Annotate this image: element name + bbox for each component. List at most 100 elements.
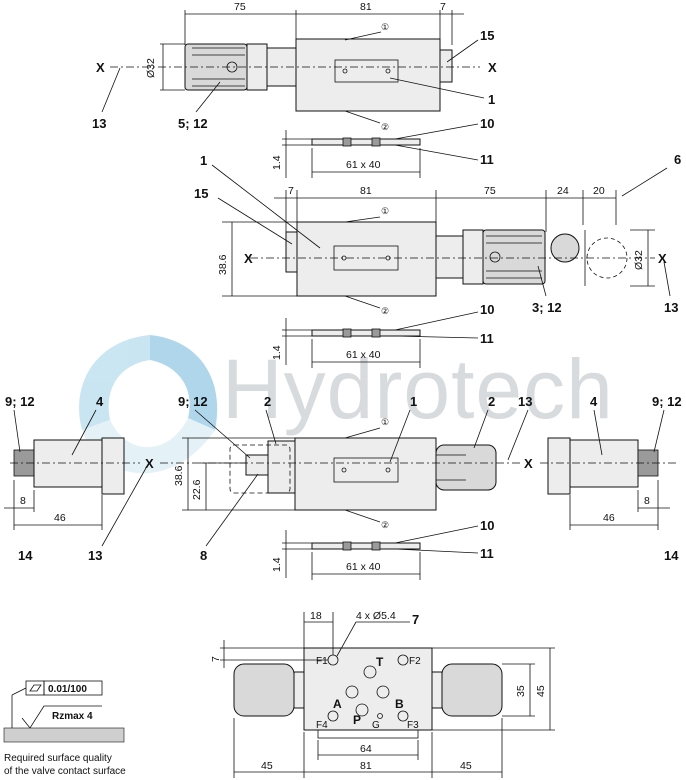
port-label-f4: F4 [316, 720, 328, 731]
dim-45-left: 45 [261, 760, 273, 772]
callout-13: 13 [664, 300, 678, 315]
dim-46-right: 46 [603, 512, 615, 524]
section-x-left: X [145, 456, 154, 471]
dim-20: 20 [593, 185, 605, 197]
port-g [377, 713, 383, 719]
dim-61x40: 61 x 40 [346, 159, 381, 171]
section-x-right: X [658, 251, 667, 266]
cartridge-body [33, 439, 103, 488]
dim-1-4: 1.4 [271, 345, 283, 360]
callout-9-12-right: 9; 12 [652, 394, 682, 409]
marker-circle-1: ① [381, 417, 389, 427]
cartridge-flange [547, 437, 571, 495]
dim-46-left: 46 [54, 512, 66, 524]
plate [311, 542, 421, 550]
lock-key [550, 233, 580, 263]
nameplate [334, 59, 399, 83]
dim-75: 75 [484, 185, 496, 197]
callout-13-right: 13 [518, 394, 532, 409]
section-x-right: X [524, 456, 533, 471]
right-cap [441, 663, 503, 717]
dim-81: 81 [360, 185, 372, 197]
left-cap [233, 663, 295, 717]
dim-dia: Ø32 [633, 250, 645, 270]
dim-holes: 4 x Ø5.4 [356, 610, 396, 622]
marker-circle-1: ① [381, 206, 389, 216]
section-x-left: X [96, 60, 105, 75]
dim-81: 81 [360, 760, 372, 772]
plug [439, 49, 453, 83]
port-t [363, 665, 377, 679]
callout-1: 1 [410, 394, 417, 409]
dim-38-6: 38.6 [173, 465, 185, 486]
callout-15: 15 [194, 186, 208, 201]
callout-4-right: 4 [590, 394, 598, 409]
callout-6: 6 [674, 152, 681, 167]
marker-circle-2: ② [381, 306, 389, 316]
dim-8-left: 8 [20, 495, 26, 507]
cartridge-body [569, 439, 639, 488]
dim-61x40: 61 x 40 [346, 561, 381, 573]
lock-nut [435, 235, 464, 279]
dim-18: 18 [310, 610, 322, 622]
flatness-icon [29, 684, 42, 692]
dim-22-6: 22.6 [191, 479, 203, 500]
valve-body [295, 38, 441, 112]
callout-11: 11 [480, 331, 494, 346]
callout-5-12: 5; 12 [178, 116, 208, 131]
adjustment-knob [482, 229, 546, 285]
marker-circle-1: ① [381, 22, 389, 32]
port-label-g: G [372, 720, 380, 731]
callout-11: 11 [480, 152, 494, 167]
view-1: 75 81 7 Ø32 X X ① ② 15 1 13 5; [92, 1, 497, 132]
callout-14-right: 14 [664, 548, 679, 563]
dim-1-4: 1.4 [271, 557, 283, 572]
callout-7: 7 [412, 612, 419, 627]
port-label-a: A [333, 697, 342, 711]
dim-7: 7 [210, 656, 222, 662]
right-nut [431, 671, 443, 709]
port-b [376, 685, 390, 699]
dim-7: 7 [288, 185, 294, 197]
surface-caption-line-1: Required surface quality [4, 753, 112, 764]
dim-8-right: 8 [644, 495, 650, 507]
seal-plate-1: 1.4 61 x 40 10 11 [271, 116, 494, 178]
callout-2-left: 2 [264, 394, 271, 409]
port-p [355, 703, 369, 717]
callout-9-12-mid: 9; 12 [178, 394, 208, 409]
callout-13-left: 13 [88, 548, 102, 563]
dim-45-right: 45 [460, 760, 472, 772]
knob-screw [489, 251, 501, 263]
hex-nut [267, 440, 296, 494]
callout-3-12: 3; 12 [532, 300, 562, 315]
dim-24: 24 [557, 185, 569, 197]
view-3: 8 46 38.6 22.6 X X 8 46 ① [4, 394, 682, 563]
tolerance-box [43, 680, 103, 696]
surface-hatch [3, 727, 125, 743]
dim-81: 81 [360, 1, 372, 13]
mounting-hole-f2 [397, 654, 409, 666]
callout-14-left: 14 [18, 548, 33, 563]
callout-15: 15 [480, 28, 494, 43]
roughness-symbol [21, 705, 102, 729]
section-x-right: X [488, 60, 497, 75]
dim-35: 35 [515, 685, 527, 697]
port-label-t: T [376, 655, 384, 669]
callout-10: 10 [480, 518, 494, 533]
port-label-f3: F3 [407, 720, 419, 731]
marker-circle-2: ② [381, 122, 389, 132]
surface-quality-symbol: 0.01/100 Rzmax 4 [3, 680, 125, 743]
callout-8: 8 [200, 548, 207, 563]
callout-10: 10 [480, 302, 494, 317]
base-step [317, 729, 419, 739]
marker-circle-2: ② [381, 520, 389, 530]
left-nut [293, 671, 305, 709]
callout-13: 13 [92, 116, 106, 131]
valve-body-top [303, 647, 433, 731]
nameplate [333, 457, 399, 483]
callout-9-12-left: 9; 12 [5, 394, 35, 409]
dim-64: 64 [360, 743, 372, 755]
cap-outline [229, 444, 291, 494]
port-label-f1: F1 [316, 656, 328, 667]
dim-45: 45 [535, 685, 547, 697]
